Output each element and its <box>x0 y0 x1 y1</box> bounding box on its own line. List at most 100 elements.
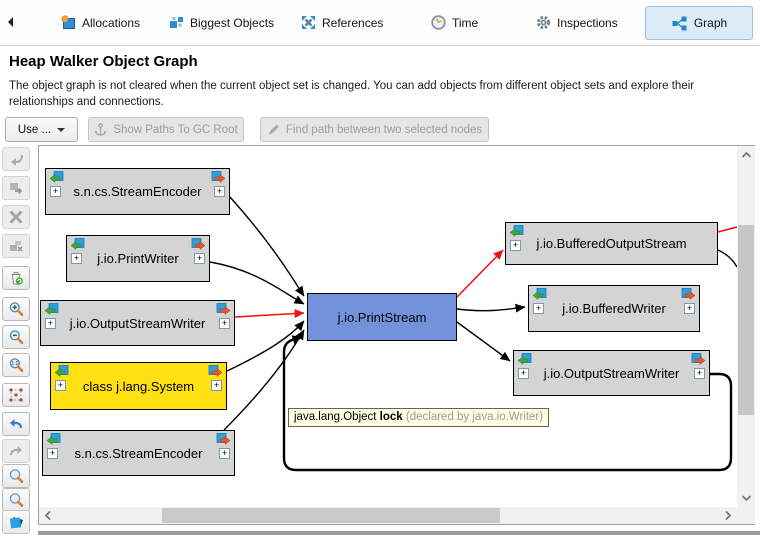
find-button[interactable] <box>2 464 30 488</box>
node-label: class j.lang.System <box>82 378 195 394</box>
incoming-references-icon[interactable] <box>46 433 62 446</box>
expand-outgoing-button[interactable]: + <box>211 380 222 391</box>
scroll-up-icon[interactable] <box>737 148 755 162</box>
outgoing-references-icon[interactable] <box>680 288 696 301</box>
graph-node-outputstreamwriter-right[interactable]: + + j.io.OutputStreamWriter <box>513 350 710 396</box>
scroll-down-icon[interactable] <box>737 491 755 505</box>
show-paths-gc-root-button[interactable]: Show Paths To GC Root <box>88 117 244 142</box>
edge-bufferedoutputstream-offscreen-red[interactable] <box>717 226 737 233</box>
tab-allocations[interactable]: Allocations <box>60 14 140 31</box>
inspections-icon <box>536 15 551 30</box>
graph-node-outputstreamwriter-left[interactable]: + + j.io.OutputStreamWriter <box>40 300 235 346</box>
graph-node-printwriter[interactable]: + + j.io.PrintWriter <box>66 235 210 282</box>
remove-unconnected-button[interactable] <box>2 234 30 258</box>
zoom-in-icon <box>9 302 24 316</box>
expand-incoming-button[interactable]: + <box>50 186 61 197</box>
tooltip-declared-by: (declared by java.io.Writer) <box>405 411 544 423</box>
zoom-actual-size-button[interactable]: 1:1 <box>2 353 30 377</box>
tab-references[interactable]: References <box>300 14 383 31</box>
back-icon[interactable] <box>6 16 16 28</box>
outgoing-references-icon[interactable] <box>207 365 223 378</box>
incoming-references-icon[interactable] <box>49 171 65 184</box>
expand-outgoing-button[interactable]: + <box>219 448 230 459</box>
incoming-references-icon[interactable] <box>532 288 548 301</box>
add-selection-button[interactable] <box>2 147 30 171</box>
horizontal-scrollbar-thumb[interactable] <box>162 508 500 523</box>
find-path-button[interactable]: Find path between two selected nodes <box>260 117 489 142</box>
heap-walker-view-bar: Allocations Biggest Objects References T… <box>0 0 760 46</box>
edge-printstream-to-bufferedoutputstream-red[interactable] <box>456 249 504 298</box>
graph-node-printstream-current[interactable]: j.io.PrintStream <box>307 293 457 341</box>
move-objects-button[interactable] <box>2 176 30 200</box>
expand-incoming-button[interactable]: + <box>510 240 521 251</box>
edge-system-to-printstream[interactable] <box>226 320 305 372</box>
remove-node-button[interactable] <box>2 205 30 229</box>
bottom-divider <box>38 531 760 535</box>
remove-x-icon <box>10 211 22 223</box>
outgoing-references-icon[interactable] <box>215 433 231 446</box>
find-next-button[interactable] <box>2 488 30 512</box>
edge-printwriter-to-printstream[interactable] <box>209 261 305 305</box>
tab-inspections[interactable]: Inspections <box>535 14 618 31</box>
tab-label: Graph <box>693 16 728 30</box>
fit-content-icon <box>9 388 23 402</box>
incoming-references-icon[interactable] <box>54 365 70 378</box>
zoom-in-button[interactable] <box>2 297 30 321</box>
zoom-out-button[interactable] <box>2 325 30 349</box>
edge-outputstreamwriter-to-printstream-red[interactable] <box>234 309 305 319</box>
edge-bufferedoutputstream-offscreen-black[interactable] <box>717 249 737 268</box>
undo-button[interactable] <box>2 412 30 436</box>
vertical-scrollbar-thumb[interactable] <box>738 225 754 415</box>
vertical-scrollbar[interactable] <box>737 146 755 507</box>
outgoing-references-icon[interactable] <box>215 303 231 316</box>
edge-printstream-to-outputstreamwriter-right[interactable] <box>456 321 511 362</box>
anchor-icon <box>94 122 107 136</box>
expand-outgoing-button[interactable]: + <box>219 318 230 329</box>
graph-edges <box>209 196 737 472</box>
graph-node-streamencoder-bottom[interactable]: + + s.n.cs.StreamEncoder <box>42 430 235 476</box>
expand-outgoing-button[interactable]: + <box>694 368 705 379</box>
fit-content-button[interactable] <box>2 383 30 407</box>
tab-biggest-objects[interactable]: Biggest Objects <box>168 14 274 31</box>
incoming-references-icon[interactable] <box>517 353 533 366</box>
tab-time[interactable]: Time <box>430 14 478 31</box>
scroll-left-icon[interactable] <box>41 507 55 524</box>
show-selection-button[interactable] <box>2 510 30 534</box>
edge-printstream-to-bufferedwriter[interactable] <box>456 303 526 313</box>
tab-graph-active[interactable]: Graph <box>645 6 753 40</box>
graph-node-bufferedoutputstream[interactable]: + j.io.BufferedOutputStream <box>505 222 718 265</box>
incoming-references-icon[interactable] <box>70 238 86 251</box>
use-button[interactable]: Use ... <box>5 117 78 142</box>
redo-button[interactable] <box>2 439 30 463</box>
graph-node-streamencoder-top[interactable]: + + s.n.cs.StreamEncoder <box>45 168 230 215</box>
time-icon <box>431 15 446 30</box>
graph-node-bufferedwriter[interactable]: + + j.io.BufferedWriter <box>528 285 700 332</box>
edge-streamencoder-top-to-printstream[interactable] <box>229 196 305 297</box>
expand-incoming-button[interactable]: + <box>533 303 544 314</box>
garbage-collector-icon <box>11 272 23 285</box>
horizontal-scrollbar[interactable] <box>39 507 737 524</box>
expand-incoming-button[interactable]: + <box>518 368 529 379</box>
expand-outgoing-button[interactable]: + <box>684 303 695 314</box>
expand-incoming-button[interactable]: + <box>47 448 58 459</box>
node-label: s.n.cs.StreamEncoder <box>73 184 202 199</box>
scroll-right-icon[interactable] <box>721 507 735 524</box>
expand-outgoing-button[interactable]: + <box>214 186 225 197</box>
tab-label: Biggest Objects <box>190 15 275 30</box>
outgoing-references-icon[interactable] <box>210 171 226 184</box>
reference-tooltip: java.lang.Object lock (declared by java.… <box>288 408 550 427</box>
edge-outputstreamwriter-loop-to-printstream[interactable] <box>282 335 733 472</box>
graph-node-class-system[interactable]: + + class j.lang.System <box>50 362 227 410</box>
find-next-icon <box>9 493 24 507</box>
incoming-references-icon[interactable] <box>44 303 60 316</box>
outgoing-references-icon[interactable] <box>190 238 206 251</box>
dropdown-caret-icon <box>57 127 66 132</box>
expand-incoming-button[interactable]: + <box>71 253 82 264</box>
expand-incoming-button[interactable]: + <box>55 380 66 391</box>
expand-outgoing-button[interactable]: + <box>194 253 205 264</box>
find-path-label: Find path between two selected nodes <box>285 123 483 136</box>
garbage-collector-button[interactable] <box>2 266 30 290</box>
outgoing-references-icon[interactable] <box>690 353 706 366</box>
incoming-references-icon[interactable] <box>509 225 525 238</box>
expand-incoming-button[interactable]: + <box>45 318 56 329</box>
